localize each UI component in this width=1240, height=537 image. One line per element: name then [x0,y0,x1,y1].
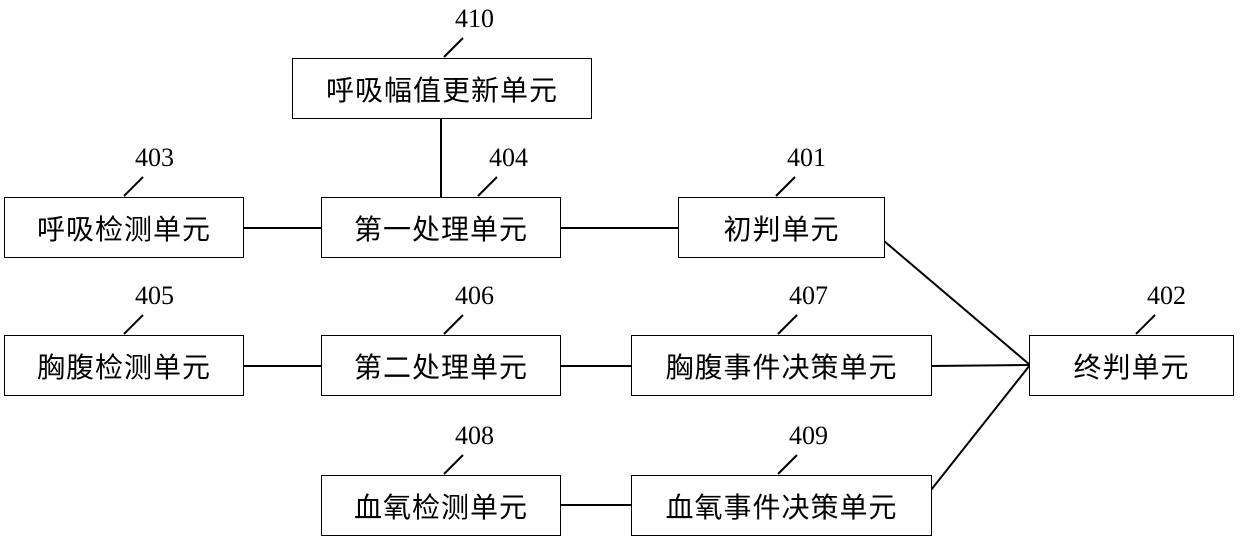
unit-label-409: 血氧事件决策单元 [665,486,897,526]
unit-box-406: 第二处理单元 [321,335,561,396]
ref-number-408: 408 [455,423,494,449]
unit-box-408: 血氧检测单元 [321,475,561,536]
connector-409-402 [931,365,1030,490]
unit-box-404: 第一处理单元 [321,197,561,258]
ref-leader-406 [444,315,463,334]
ref-leader-407 [778,315,797,334]
unit-box-402: 终判单元 [1029,335,1234,396]
unit-label-404: 第一处理单元 [354,208,528,248]
ref-leader-408 [444,455,463,474]
unit-label-408: 血氧检测单元 [354,486,528,526]
ref-number-402: 402 [1147,283,1186,309]
unit-label-401: 初判单元 [723,208,839,248]
ref-leader-402 [1136,315,1155,334]
unit-label-402: 终判单元 [1073,346,1189,386]
ref-number-403: 403 [135,145,174,171]
ref-number-407: 407 [789,283,828,309]
unit-box-401: 初判单元 [678,197,885,258]
unit-box-410: 呼吸幅值更新单元 [292,58,592,119]
connector-407-402 [931,365,1030,366]
unit-label-403: 呼吸检测单元 [37,208,211,248]
ref-leader-405 [124,315,143,334]
unit-label-407: 胸腹事件决策单元 [665,346,897,386]
unit-label-406: 第二处理单元 [354,346,528,386]
ref-leader-410 [444,38,463,57]
ref-number-410: 410 [455,6,494,32]
unit-box-403: 呼吸检测单元 [4,197,244,258]
ref-leader-404 [478,177,497,196]
ref-number-401: 401 [787,145,826,171]
unit-box-405: 胸腹检测单元 [4,335,244,396]
unit-box-409: 血氧事件决策单元 [631,475,932,536]
ref-number-409: 409 [789,423,828,449]
unit-label-405: 胸腹检测单元 [37,346,211,386]
unit-box-407: 胸腹事件决策单元 [631,335,932,396]
ref-leader-403 [124,177,143,196]
ref-number-406: 406 [455,283,494,309]
ref-number-404: 404 [489,145,528,171]
ref-leader-401 [776,177,795,196]
ref-leader-409 [778,455,797,474]
ref-number-405: 405 [135,283,174,309]
unit-label-410: 呼吸幅值更新单元 [326,69,558,109]
